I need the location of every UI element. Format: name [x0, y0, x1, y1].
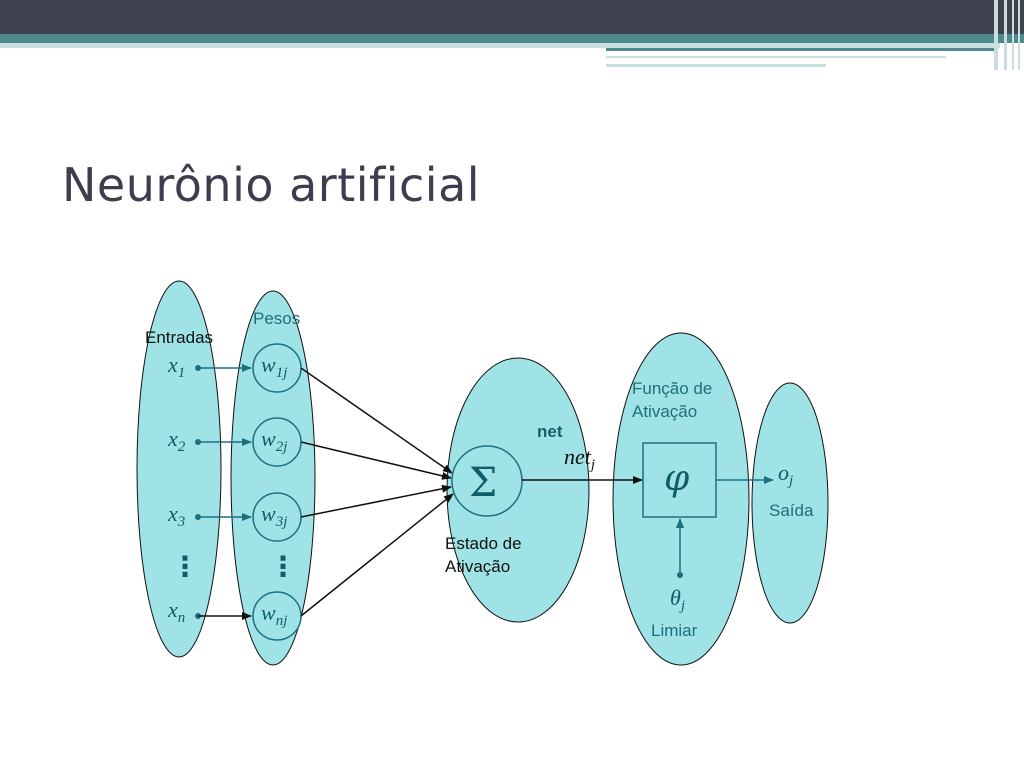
weight-node-2: w2j — [252, 417, 302, 467]
activation-function-label-line-2: Ativação — [632, 402, 697, 421]
activation-state-label-line-2: Ativação — [445, 557, 510, 576]
header-right-stripe-3 — [1012, 0, 1014, 70]
output-symbol: oj — [778, 460, 793, 489]
weight-symbol-2: w2j — [261, 426, 287, 455]
input-symbol-n: xn — [167, 597, 185, 626]
summation-node: Σ — [451, 445, 523, 517]
output-ellipse — [751, 382, 829, 624]
activation-function-label-line-1: Função de — [632, 379, 712, 398]
weight-symbol-3: w3j — [261, 501, 287, 530]
net-j-symbol: netj — [564, 444, 595, 473]
header-accent-line-3 — [606, 64, 826, 67]
sigma-icon: Σ — [469, 460, 497, 506]
header-accent-line-2 — [606, 56, 946, 58]
weights-label: Pesos — [253, 309, 300, 328]
input-row-n: xn — [167, 597, 252, 626]
activation-function-box — [642, 442, 717, 518]
phi-icon: φ — [664, 458, 690, 499]
header-dark-band — [0, 0, 1024, 34]
input-row-3: x3 — [167, 501, 252, 530]
input-row-2: x2 — [167, 426, 252, 455]
weight-to-sum-arrow-1 — [300, 367, 453, 474]
inputs-label: Entradas — [145, 328, 213, 347]
weight-symbol-n: wnj — [261, 600, 287, 629]
weight-to-sum-arrow-n — [300, 493, 454, 617]
header-light-band — [0, 43, 1000, 48]
input-symbol-3: x3 — [167, 501, 185, 530]
weights-ellipsis: ⋮ — [269, 550, 297, 583]
weight-node-n: wnj — [252, 591, 302, 641]
input-symbol-2: x2 — [167, 426, 186, 455]
weight-node-3: w3j — [252, 492, 302, 542]
input-row-1: x1 — [167, 352, 252, 381]
weight-node-1: w1j — [252, 343, 302, 393]
threshold-label: Limiar — [651, 621, 698, 640]
weight-symbol-1: w1j — [261, 352, 287, 381]
header-teal-band — [0, 34, 1024, 43]
net-label: net — [537, 422, 563, 441]
input-symbol-1: x1 — [167, 352, 185, 381]
summation-circle — [451, 445, 523, 517]
header-right-stripe-4 — [1018, 0, 1020, 70]
weight-to-sum-arrow-3 — [300, 484, 452, 518]
threshold-node — [677, 572, 683, 578]
slide-header-bar — [0, 0, 1024, 70]
output-label: Saída — [769, 501, 814, 520]
inputs-ellipsis: ⋮ — [171, 550, 199, 583]
inputs-ellipse — [136, 280, 222, 658]
slide-title: Neurônio artificial — [62, 158, 481, 212]
header-accent-line — [606, 48, 996, 51]
threshold-symbol: θj — [670, 585, 685, 614]
header-right-stripe — [994, 0, 998, 70]
activation-state-label-line-1: Estado de — [445, 534, 522, 553]
weight-to-sum-arrow-2 — [300, 441, 452, 480]
header-right-stripe-2 — [1004, 0, 1007, 70]
